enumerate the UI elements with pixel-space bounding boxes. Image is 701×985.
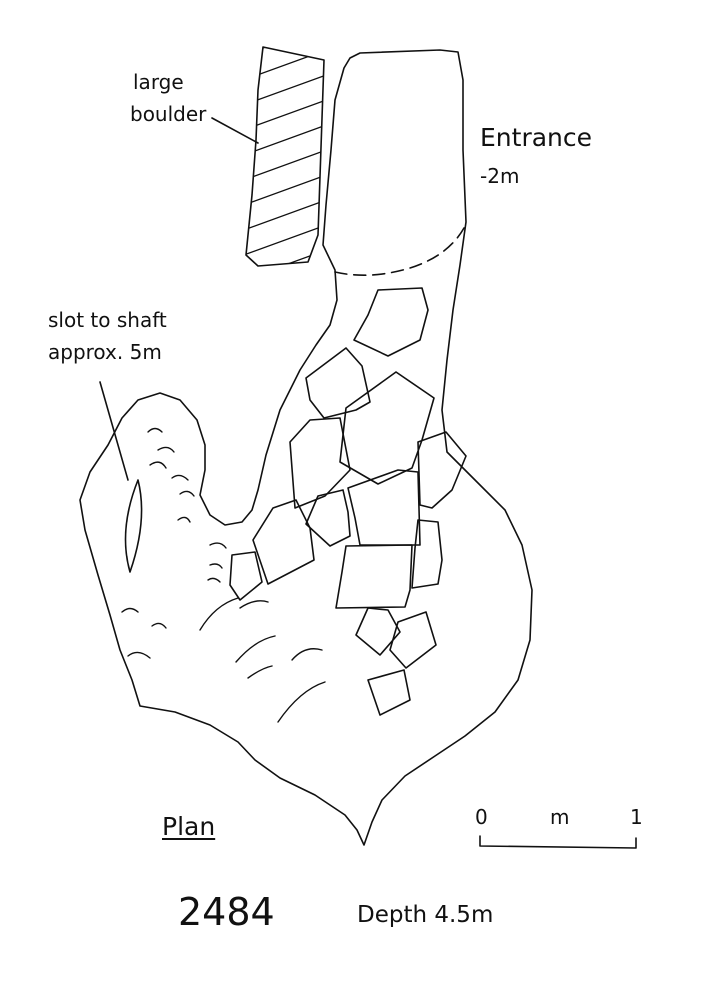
rock-block <box>367 669 411 716</box>
large-boulder <box>245 46 325 267</box>
rock-block <box>305 489 351 547</box>
rock-block <box>339 371 435 485</box>
boulder-leader-line <box>211 117 259 144</box>
cave-number: 2484 <box>178 890 275 934</box>
rock-block <box>347 469 421 546</box>
rock-block <box>355 607 401 656</box>
rock-block <box>305 347 371 419</box>
rock-block <box>252 499 315 585</box>
rock-block <box>335 544 413 609</box>
entrance-dashed-line <box>334 227 465 276</box>
scale-bar <box>479 835 637 849</box>
rock-block <box>353 287 429 357</box>
entrance-depth-label: -2m <box>480 164 520 188</box>
boulder-label-line2: boulder <box>130 102 207 126</box>
rock-block <box>411 519 443 589</box>
scale-start-label: 0 <box>475 805 488 829</box>
slot-label-line1: slot to shaft <box>48 308 167 332</box>
slot-to-shaft <box>124 479 143 573</box>
boulder-label-line1: large <box>133 70 184 94</box>
slot-label-line2: approx. 5m <box>48 340 162 364</box>
cave-outline <box>79 49 533 846</box>
rock-block <box>417 431 467 509</box>
scale-end-label: 1 <box>630 805 643 829</box>
rock-block <box>289 417 351 509</box>
rubble-marks <box>121 427 326 723</box>
plan-label: Plan <box>162 812 216 841</box>
rock-block <box>229 551 263 601</box>
scale-unit-label: m <box>550 805 570 829</box>
slot-leader-line <box>99 381 129 481</box>
entrance-label: Entrance <box>480 123 593 152</box>
depth-label: Depth 4.5m <box>357 902 494 928</box>
rock-block <box>389 611 437 669</box>
